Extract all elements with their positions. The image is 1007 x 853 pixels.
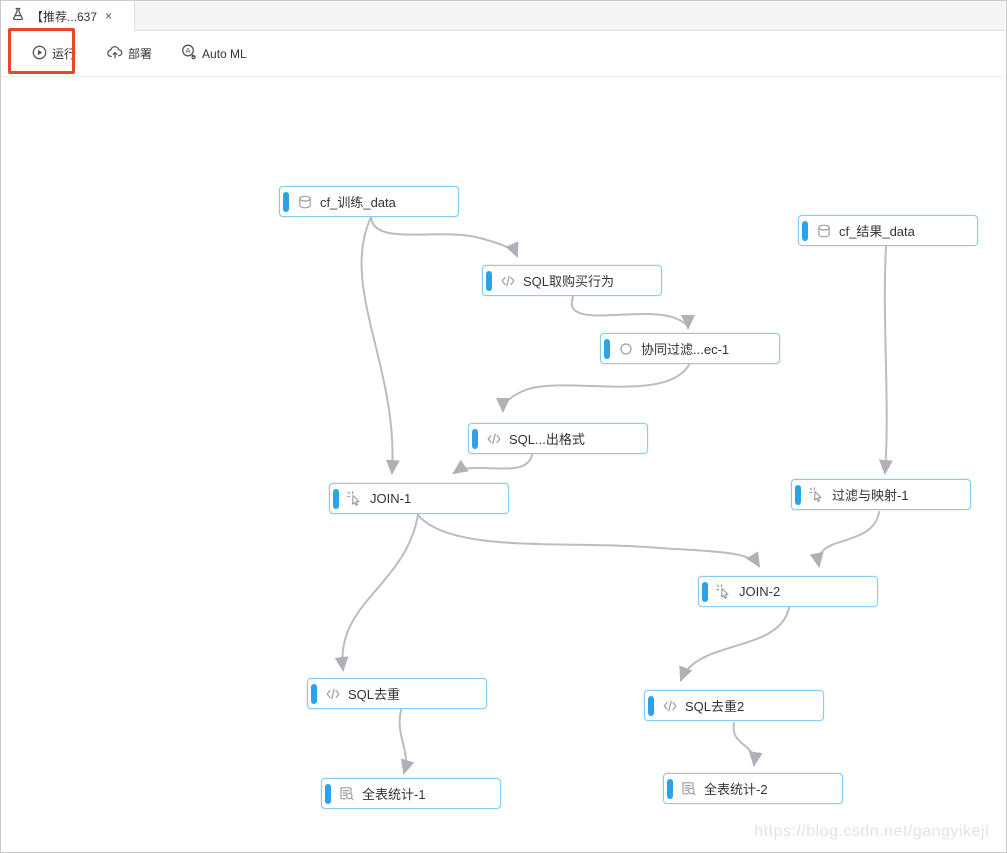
node-label: 过滤与映射-1	[832, 488, 909, 503]
node-status-bar	[604, 339, 610, 359]
edge-train-to-sqlbuy	[370, 216, 519, 258]
edge-sqlformat-to-join1	[452, 454, 533, 475]
node-label: 全表统计-1	[362, 787, 426, 802]
edge-train-to-join1	[360, 216, 400, 475]
code-icon	[662, 698, 677, 713]
node-collaborative-filtering[interactable]: 协同过滤...ec-1	[600, 333, 780, 364]
code-icon	[486, 431, 501, 446]
node-sql-dedup[interactable]: SQL去重	[307, 678, 487, 709]
node-filter-and-map-1[interactable]: 过滤与映射-1	[791, 479, 971, 510]
node-status-bar	[333, 489, 339, 509]
cursor-click-icon	[347, 491, 362, 506]
node-status-bar	[472, 429, 478, 449]
deploy-button-label: 部署	[128, 47, 153, 61]
database-icon	[816, 223, 831, 238]
edge-join1-to-join2	[417, 514, 761, 568]
edge-cfres-to-filter	[878, 246, 893, 475]
node-label: JOIN-2	[739, 584, 781, 599]
flask-icon	[11, 7, 25, 26]
node-cf-train-data[interactable]: cf_训练_data	[279, 186, 459, 217]
automl-button[interactable]: A Auto ML	[181, 44, 247, 63]
node-full-table-stats-2[interactable]: 全表统计-2	[663, 773, 843, 804]
watermark-text: https://blog.csdn.net/gangyikeji	[754, 823, 989, 840]
database-icon	[297, 194, 312, 209]
cursor-click-icon	[809, 487, 824, 502]
node-status-bar	[667, 779, 673, 799]
edge-join2-to-sqldedup2	[679, 607, 790, 682]
circle-icon	[618, 341, 633, 356]
edge-join1-to-sqldedup	[334, 514, 419, 672]
code-icon	[500, 273, 515, 288]
deploy-button[interactable]: 部署	[107, 45, 152, 63]
tab-close-icon[interactable]: ×	[105, 9, 113, 23]
cloud-upload-icon	[107, 45, 123, 63]
node-sql-dedup-2[interactable]: SQL去重2	[644, 690, 824, 721]
node-label: cf_训练_data	[320, 195, 396, 210]
edge-sqldedup-to-stats1	[398, 709, 415, 775]
run-button-label: 运行	[52, 47, 77, 61]
node-label: JOIN-1	[370, 491, 412, 506]
node-status-bar	[702, 582, 708, 602]
automl-button-label: Auto ML	[202, 46, 247, 61]
node-label: 全表统计-2	[704, 782, 768, 797]
node-status-bar	[311, 684, 317, 704]
edge-sqldedup2-to-stats2	[732, 722, 763, 767]
cursor-click-icon	[716, 584, 731, 599]
table-stats-icon	[681, 781, 696, 796]
node-label: SQL去重2	[685, 699, 745, 714]
svg-text:A: A	[186, 46, 191, 55]
play-circle-icon	[32, 45, 47, 63]
node-status-bar	[283, 192, 289, 212]
node-sql-output-format[interactable]: SQL...出格式	[468, 423, 648, 454]
node-status-bar	[486, 271, 492, 291]
node-join-2[interactable]: JOIN-2	[698, 576, 878, 607]
node-label: SQL取购买行为	[523, 274, 615, 289]
tab-title: 【推荐...637	[31, 9, 98, 24]
node-status-bar	[648, 696, 654, 716]
node-sql-purchase-behavior[interactable]: SQL取购买行为	[482, 265, 662, 296]
node-label: SQL去重	[348, 687, 401, 702]
table-stats-icon	[339, 786, 354, 801]
node-label: SQL...出格式	[509, 432, 585, 447]
edge-sqlbuy-to-cf	[570, 296, 695, 330]
automl-magnifier-icon: A	[181, 44, 197, 63]
node-status-bar	[795, 485, 801, 505]
edge-cf-to-sqlformat	[496, 364, 690, 413]
node-full-table-stats-1[interactable]: 全表统计-1	[321, 778, 501, 809]
code-icon	[325, 686, 340, 701]
edge-filter-to-join2	[809, 511, 880, 568]
node-label: cf_结果_data	[839, 224, 915, 239]
node-status-bar	[802, 221, 808, 241]
toolbar: 运行 部署 A Auto ML	[2, 31, 1005, 77]
dag-canvas[interactable]: cf_训练_data cf_结果_data SQL取购买行为 协同过滤...ec…	[2, 77, 1005, 851]
tab-bar: 【推荐...637 ×	[2, 1, 1005, 31]
node-status-bar	[325, 784, 331, 804]
run-button[interactable]: 运行	[32, 45, 76, 63]
dag-edges	[334, 216, 893, 775]
tab-experiment[interactable]: 【推荐...637 ×	[2, 1, 135, 31]
node-join-1[interactable]: JOIN-1	[329, 483, 509, 514]
node-cf-result-data[interactable]: cf_结果_data	[798, 215, 978, 246]
node-label: 协同过滤...ec-1	[641, 342, 730, 357]
